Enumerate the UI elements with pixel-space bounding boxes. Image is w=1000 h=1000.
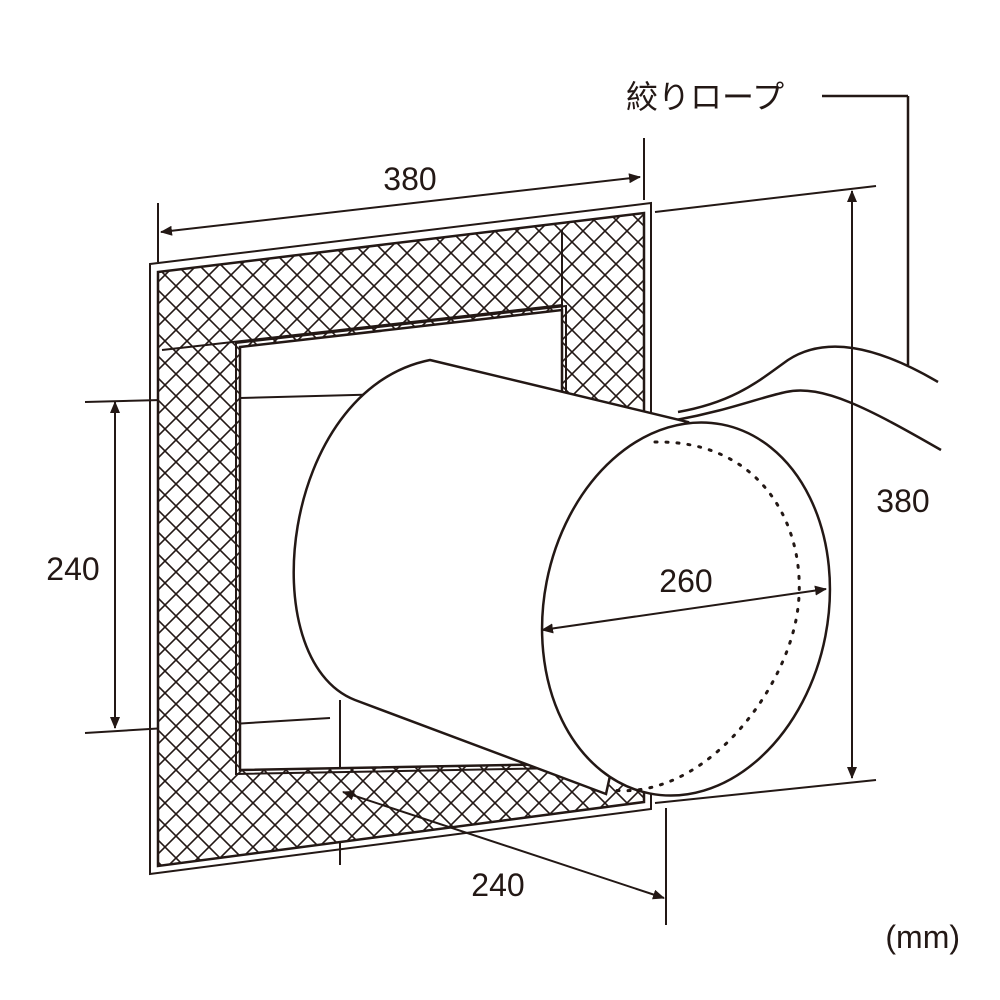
duct-diameter-label: 260 — [659, 563, 712, 599]
dim-frame-width-line — [160, 173, 641, 236]
dim-duct-diameter-line — [541, 585, 827, 634]
frame-width-label: 380 — [383, 161, 436, 197]
rope-label: 絞りロープ — [626, 79, 784, 115]
rope-strand-2 — [675, 389, 942, 452]
frame-inner-border-top — [161, 304, 563, 351]
labels: 絞りロープ 380 380 240 240 260 (mm) — [46, 79, 960, 955]
opening-height-label: 240 — [46, 551, 99, 587]
frame-height-label: 380 — [876, 483, 929, 519]
rope-strand-1 — [677, 345, 939, 414]
dim-opening-width-line — [342, 790, 665, 900]
unit-label: (mm) — [885, 919, 960, 955]
dimension-lines — [110, 173, 857, 900]
drawstring-rope — [675, 94, 942, 452]
opening-width-label: 240 — [471, 867, 524, 903]
duct-cylinder — [292, 358, 832, 797]
